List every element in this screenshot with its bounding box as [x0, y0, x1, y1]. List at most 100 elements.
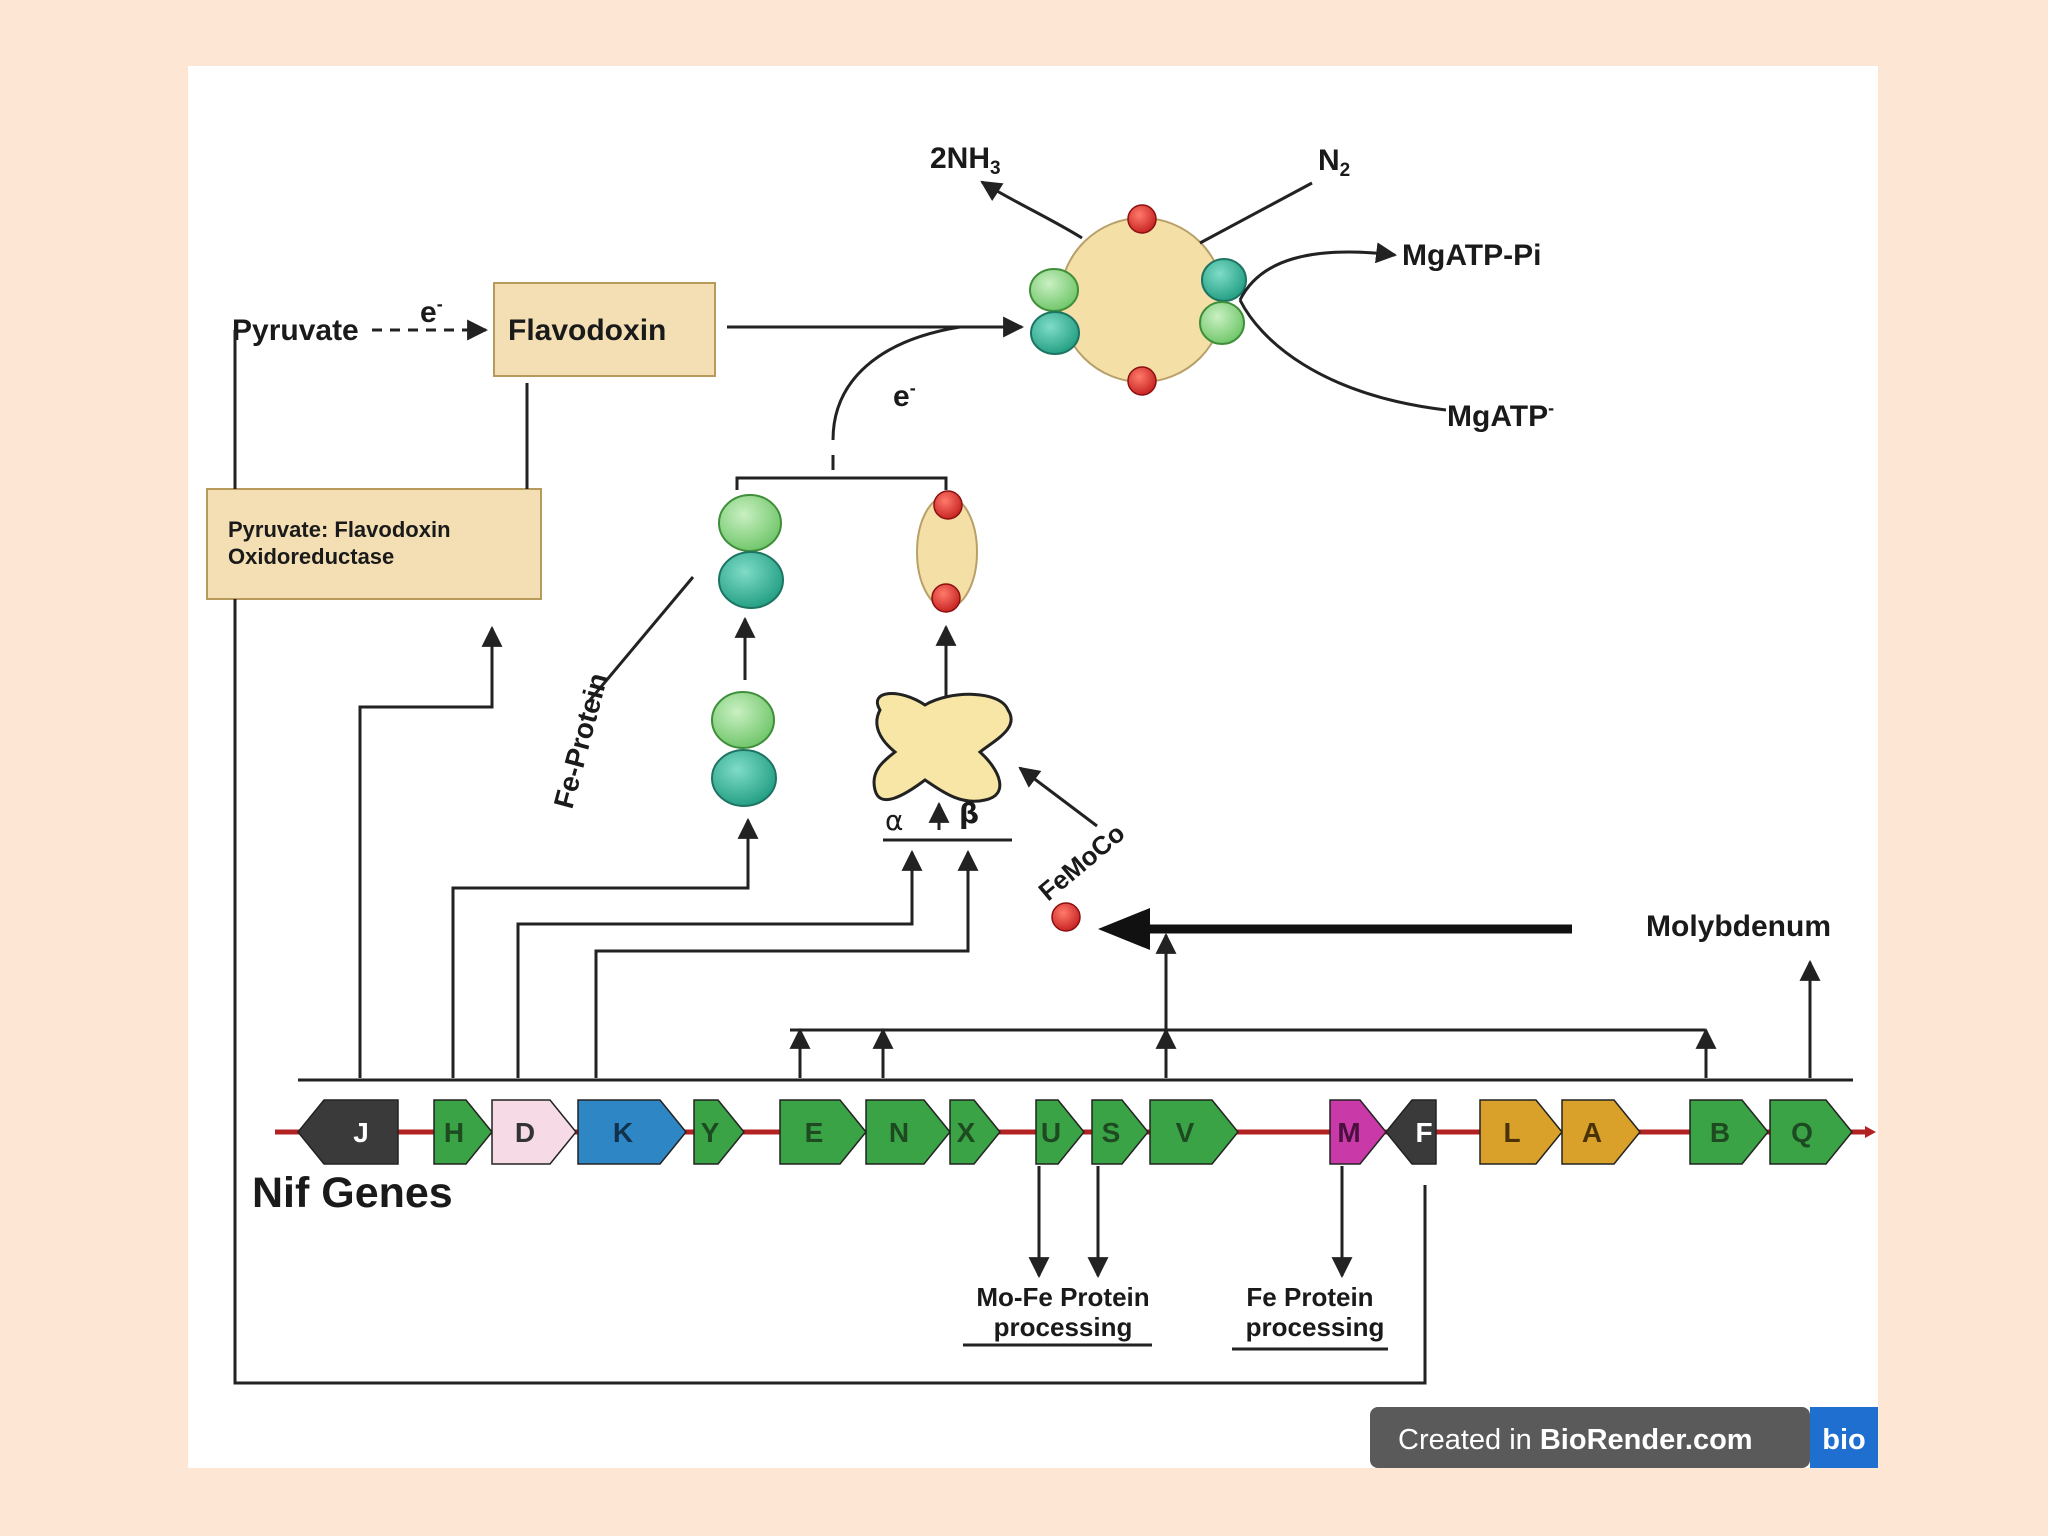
- gene-arrow-m: [1329, 1099, 1387, 1165]
- gene-nifH: H: [433, 1099, 493, 1165]
- watermark-bg: [1370, 1407, 1810, 1468]
- femoco-site-top: [1127, 204, 1157, 234]
- gene-arrow-f: [1385, 1099, 1437, 1165]
- gene-arrow-e: [779, 1099, 867, 1165]
- gene-arrow-q: [1769, 1099, 1853, 1165]
- gene-nifV: V: [1149, 1099, 1239, 1165]
- fe-protein-apo-light: [711, 691, 775, 749]
- gene-nifU: U: [1035, 1099, 1085, 1165]
- beta-label: β: [959, 797, 979, 830]
- gene-arrow-a: [1561, 1099, 1641, 1165]
- fe-processing-line2: processing: [1246, 1312, 1385, 1342]
- electron-label-mid: e-: [893, 378, 916, 413]
- gene-nifM: M: [1329, 1099, 1387, 1165]
- nifH-to-fe-protein-arrow: [451, 817, 759, 1078]
- nifK-to-beta-arrow: [594, 849, 979, 1078]
- gene-label-s: S: [1102, 1117, 1121, 1148]
- gene-label-x: X: [957, 1117, 976, 1148]
- gene-label-b: B: [1710, 1117, 1730, 1148]
- gene-label-y: Y: [701, 1117, 720, 1148]
- nifJ-to-pfor-arrow: [358, 625, 503, 1078]
- nitrogen-label: N2: [1318, 144, 1350, 181]
- flavodoxin-label: Flavodoxin: [508, 314, 666, 347]
- gene-label-d: D: [515, 1117, 535, 1148]
- electron-label-top: e-: [420, 294, 443, 329]
- watermark-logo: bio: [1822, 1424, 1866, 1456]
- watermark-text: Created in BioRender.com: [1398, 1424, 1753, 1456]
- gene-label-a: A: [1582, 1117, 1602, 1148]
- nifF-to-pfor-line: [233, 599, 1427, 1385]
- electron-transfer-curve: [831, 325, 961, 441]
- pfor-label-line2: Oxidoreductase: [228, 544, 394, 569]
- assembly-bracket: [735, 476, 948, 490]
- pfor-label-line1: Pyruvate: Flavodoxin: [228, 517, 451, 542]
- femoco-insertion-arrow: [1018, 766, 1098, 828]
- gene-nifD: D: [491, 1099, 577, 1165]
- molybdenum-label: Molybdenum: [1646, 910, 1831, 943]
- gene-arrow-k: [577, 1099, 687, 1165]
- nitrogen-input-line: [1199, 181, 1313, 245]
- gene-nifX: X: [949, 1099, 1001, 1165]
- nif-genes-title: Nif Genes: [252, 1169, 453, 1217]
- femoco-site-bottom: [1127, 366, 1157, 396]
- biorender-watermark[interactable]: Created in BioRender.com bio: [1370, 1407, 1878, 1468]
- femoco-cofactor: [1051, 902, 1081, 932]
- gene-arrow-l: [1479, 1099, 1563, 1165]
- gene-label-m: M: [1337, 1117, 1360, 1148]
- fe-protein-subunit-teal-right: [1201, 258, 1247, 302]
- mofe-core-circle: [1059, 217, 1225, 383]
- nifD-to-alpha-arrow: [516, 849, 923, 1078]
- ammonia-release-arrow: [980, 180, 1083, 240]
- gene-nifQ: Q: [1769, 1099, 1853, 1165]
- mgatp-pi-arrow: [1238, 242, 1398, 301]
- pfor-box: [206, 488, 542, 600]
- molybdenum-arrow-head: [1098, 908, 1150, 950]
- gene-nifL: L: [1479, 1099, 1563, 1165]
- fe-processing-line1: Fe Protein: [1246, 1282, 1373, 1312]
- gene-label-e: E: [805, 1117, 824, 1148]
- fe-protein-apo-teal: [711, 749, 777, 807]
- mgatp-label: MgATP-: [1447, 398, 1554, 433]
- gene-nifN: N: [865, 1099, 951, 1165]
- gene-arrow-h: [433, 1099, 493, 1165]
- gene-label-n: N: [889, 1117, 909, 1148]
- gene-label-u: U: [1041, 1117, 1061, 1148]
- mofe-site-bottom: [931, 583, 961, 613]
- fe-protein-subunit-teal-left: [1030, 311, 1080, 355]
- gene-arrow-s: [1091, 1099, 1149, 1165]
- apo-mofe-protein: [872, 692, 1013, 803]
- gene-nifK: K: [577, 1099, 687, 1165]
- gene-arrow-n: [865, 1099, 951, 1165]
- gene-nifY: Y: [693, 1099, 745, 1165]
- fe-protein-subunit-light-left: [1029, 268, 1079, 312]
- ammonia-label: 2NH3: [930, 142, 1001, 179]
- gene-label-k: K: [613, 1117, 633, 1148]
- gene-label-l: L: [1503, 1117, 1520, 1148]
- fe-protein-assembled-teal: [718, 551, 784, 609]
- gene-label-v: V: [1176, 1117, 1195, 1148]
- gene-arrow-b: [1689, 1099, 1769, 1165]
- watermark-logo-bg: [1810, 1407, 1878, 1468]
- mofe-site-top: [933, 490, 963, 520]
- gene-nifF: F: [1385, 1099, 1437, 1165]
- gene-nifJ: J: [297, 1099, 399, 1165]
- fe-protein-assembled-light: [718, 494, 782, 552]
- gene-arrow-u: [1035, 1099, 1085, 1165]
- gene-nifB: B: [1689, 1099, 1769, 1165]
- flavodoxin-box: [493, 282, 716, 377]
- diagram-panel: [188, 66, 1878, 1468]
- gene-arrow-v: [1149, 1099, 1239, 1165]
- gene-nifA: A: [1561, 1099, 1641, 1165]
- gene-nifS: S: [1091, 1099, 1149, 1165]
- alpha-label: α: [885, 804, 903, 837]
- gene-label-j: J: [353, 1117, 369, 1148]
- gene-label-q: Q: [1791, 1117, 1813, 1148]
- fe-protein-subunit-light-right: [1199, 301, 1245, 345]
- gene-arrow-j: [297, 1099, 399, 1165]
- mgatp-pi-label: MgATP-Pi: [1402, 239, 1541, 272]
- chromosome-end: [1865, 1126, 1876, 1138]
- gene-arrow-x: [949, 1099, 1001, 1165]
- gene-arrow-y: [693, 1099, 745, 1165]
- mofe-processing-line2: processing: [994, 1312, 1133, 1342]
